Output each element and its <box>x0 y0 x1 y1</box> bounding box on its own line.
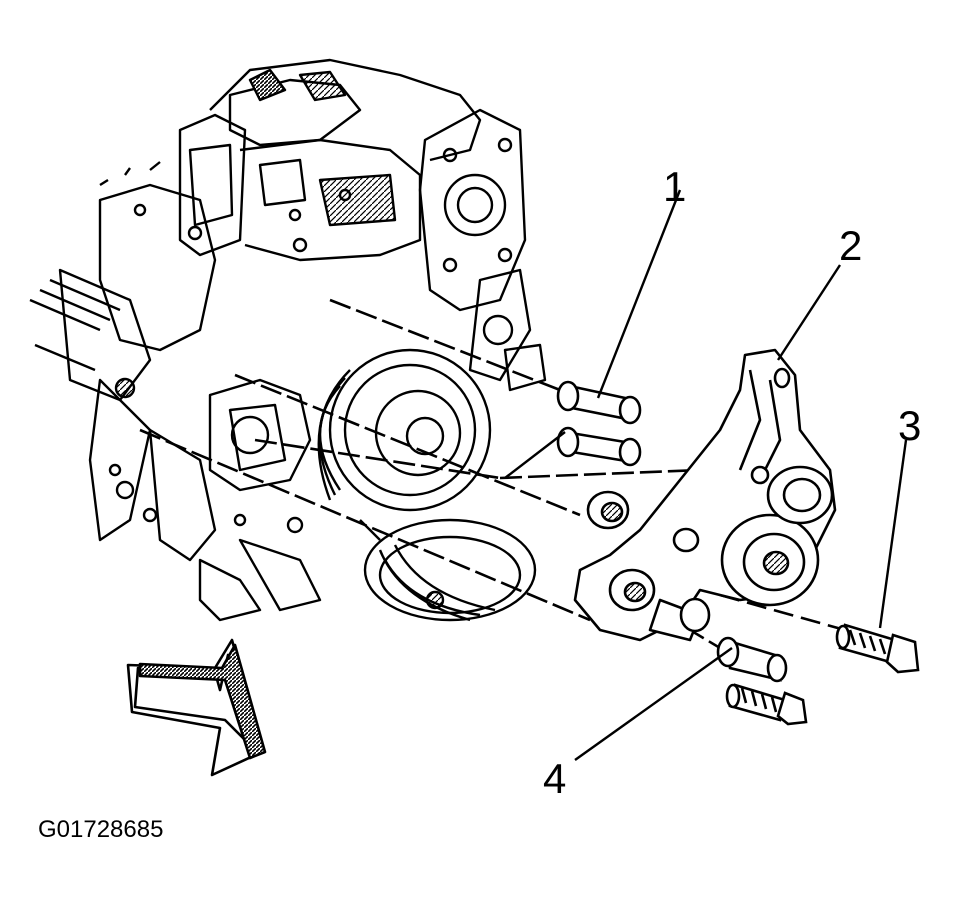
callout-label-1: 1 <box>663 163 687 210</box>
engine-block <box>29 58 547 622</box>
callout-label-4: 4 <box>543 755 567 802</box>
alignment-lines <box>139 298 846 662</box>
figure-id: G01728685 <box>38 816 164 843</box>
tensioner-bolt <box>835 623 920 674</box>
tensioner-bracket <box>573 348 837 642</box>
spacer-and-bolt <box>716 636 808 726</box>
callout-label-3: 3 <box>898 402 922 449</box>
leader-lines <box>504 189 908 761</box>
front-direction-arrow-icon <box>126 638 267 777</box>
callout-label-2: 2 <box>839 222 863 269</box>
